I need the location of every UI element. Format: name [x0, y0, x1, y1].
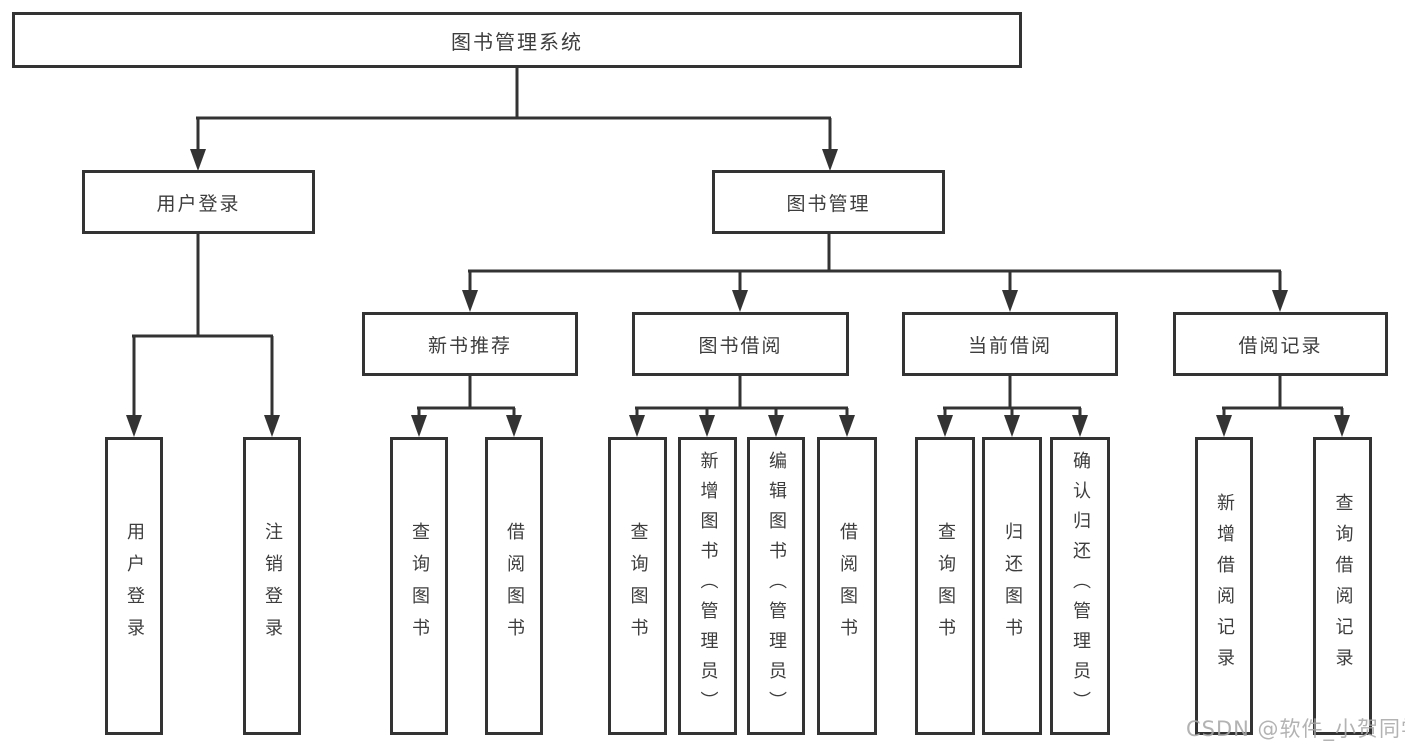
arrowheads: [126, 149, 1350, 437]
leaf-query-book-3: 查询图书: [915, 437, 975, 735]
node-root-label: 图书管理系统: [451, 29, 583, 54]
leaf-borrow-book-2: 借阅图书: [817, 437, 877, 735]
leaf-query-book-2: 查询图书: [608, 437, 667, 735]
node-book-management-label: 图书管理: [786, 192, 871, 215]
leaf-user-login: 用户登录: [105, 437, 163, 735]
leaf-confirm-return-admin-label: 确认归还（管理员）: [1070, 451, 1091, 721]
leaf-query-borrow-record: 查询借阅记录: [1313, 437, 1372, 735]
csdn-watermark: CSDN @软件_小贺同学: [1186, 717, 1405, 741]
node-new-book-recommend: 新书推荐: [362, 312, 578, 376]
node-book-borrow-label: 图书借阅: [698, 334, 783, 357]
leaf-query-book-1: 查询图书: [390, 437, 448, 735]
node-book-borrow: 图书借阅: [632, 312, 849, 376]
leaf-add-borrow-record: 新增借阅记录: [1195, 437, 1253, 735]
leaf-add-book-admin-label: 新增图书（管理员）: [697, 451, 719, 721]
leaf-add-borrow-record-label: 新增借阅记录: [1214, 493, 1235, 679]
leaf-borrow-book-1-label: 借阅图书: [504, 522, 525, 650]
node-user-login-label: 用户登录: [156, 192, 241, 215]
leaf-query-book-1-label: 查询图书: [409, 522, 430, 650]
node-borrow-record: 借阅记录: [1173, 312, 1388, 376]
node-root: 图书管理系统: [12, 12, 1022, 68]
leaf-edit-book-admin-label: 编辑图书（管理员）: [766, 451, 787, 721]
leaf-confirm-return-admin: 确认归还（管理员）: [1050, 437, 1110, 735]
leaf-return-book: 归还图书: [982, 437, 1042, 735]
node-user-login: 用户登录: [82, 170, 315, 234]
node-current-borrow-label: 当前借阅: [967, 334, 1052, 357]
leaf-add-book-admin: 新增图书（管理员）: [678, 437, 737, 735]
node-borrow-record-label: 借阅记录: [1238, 334, 1323, 357]
leaf-borrow-book-2-label: 借阅图书: [837, 522, 858, 650]
leaf-logout: 注销登录: [243, 437, 301, 735]
leaf-logout-label: 注销登录: [262, 522, 283, 650]
node-new-book-recommend-label: 新书推荐: [427, 334, 512, 357]
leaf-edit-book-admin: 编辑图书（管理员）: [747, 437, 805, 735]
leaf-query-borrow-record-label: 查询借阅记录: [1332, 493, 1354, 679]
leaf-query-book-3-label: 查询图书: [935, 522, 956, 650]
leaf-query-book-2-label: 查询图书: [627, 522, 649, 650]
leaf-return-book-label: 归还图书: [1002, 522, 1023, 650]
leaf-borrow-book-1: 借阅图书: [485, 437, 543, 735]
node-current-borrow: 当前借阅: [902, 312, 1118, 376]
leaf-user-login-label: 用户登录: [124, 522, 145, 650]
node-book-management: 图书管理: [712, 170, 945, 234]
